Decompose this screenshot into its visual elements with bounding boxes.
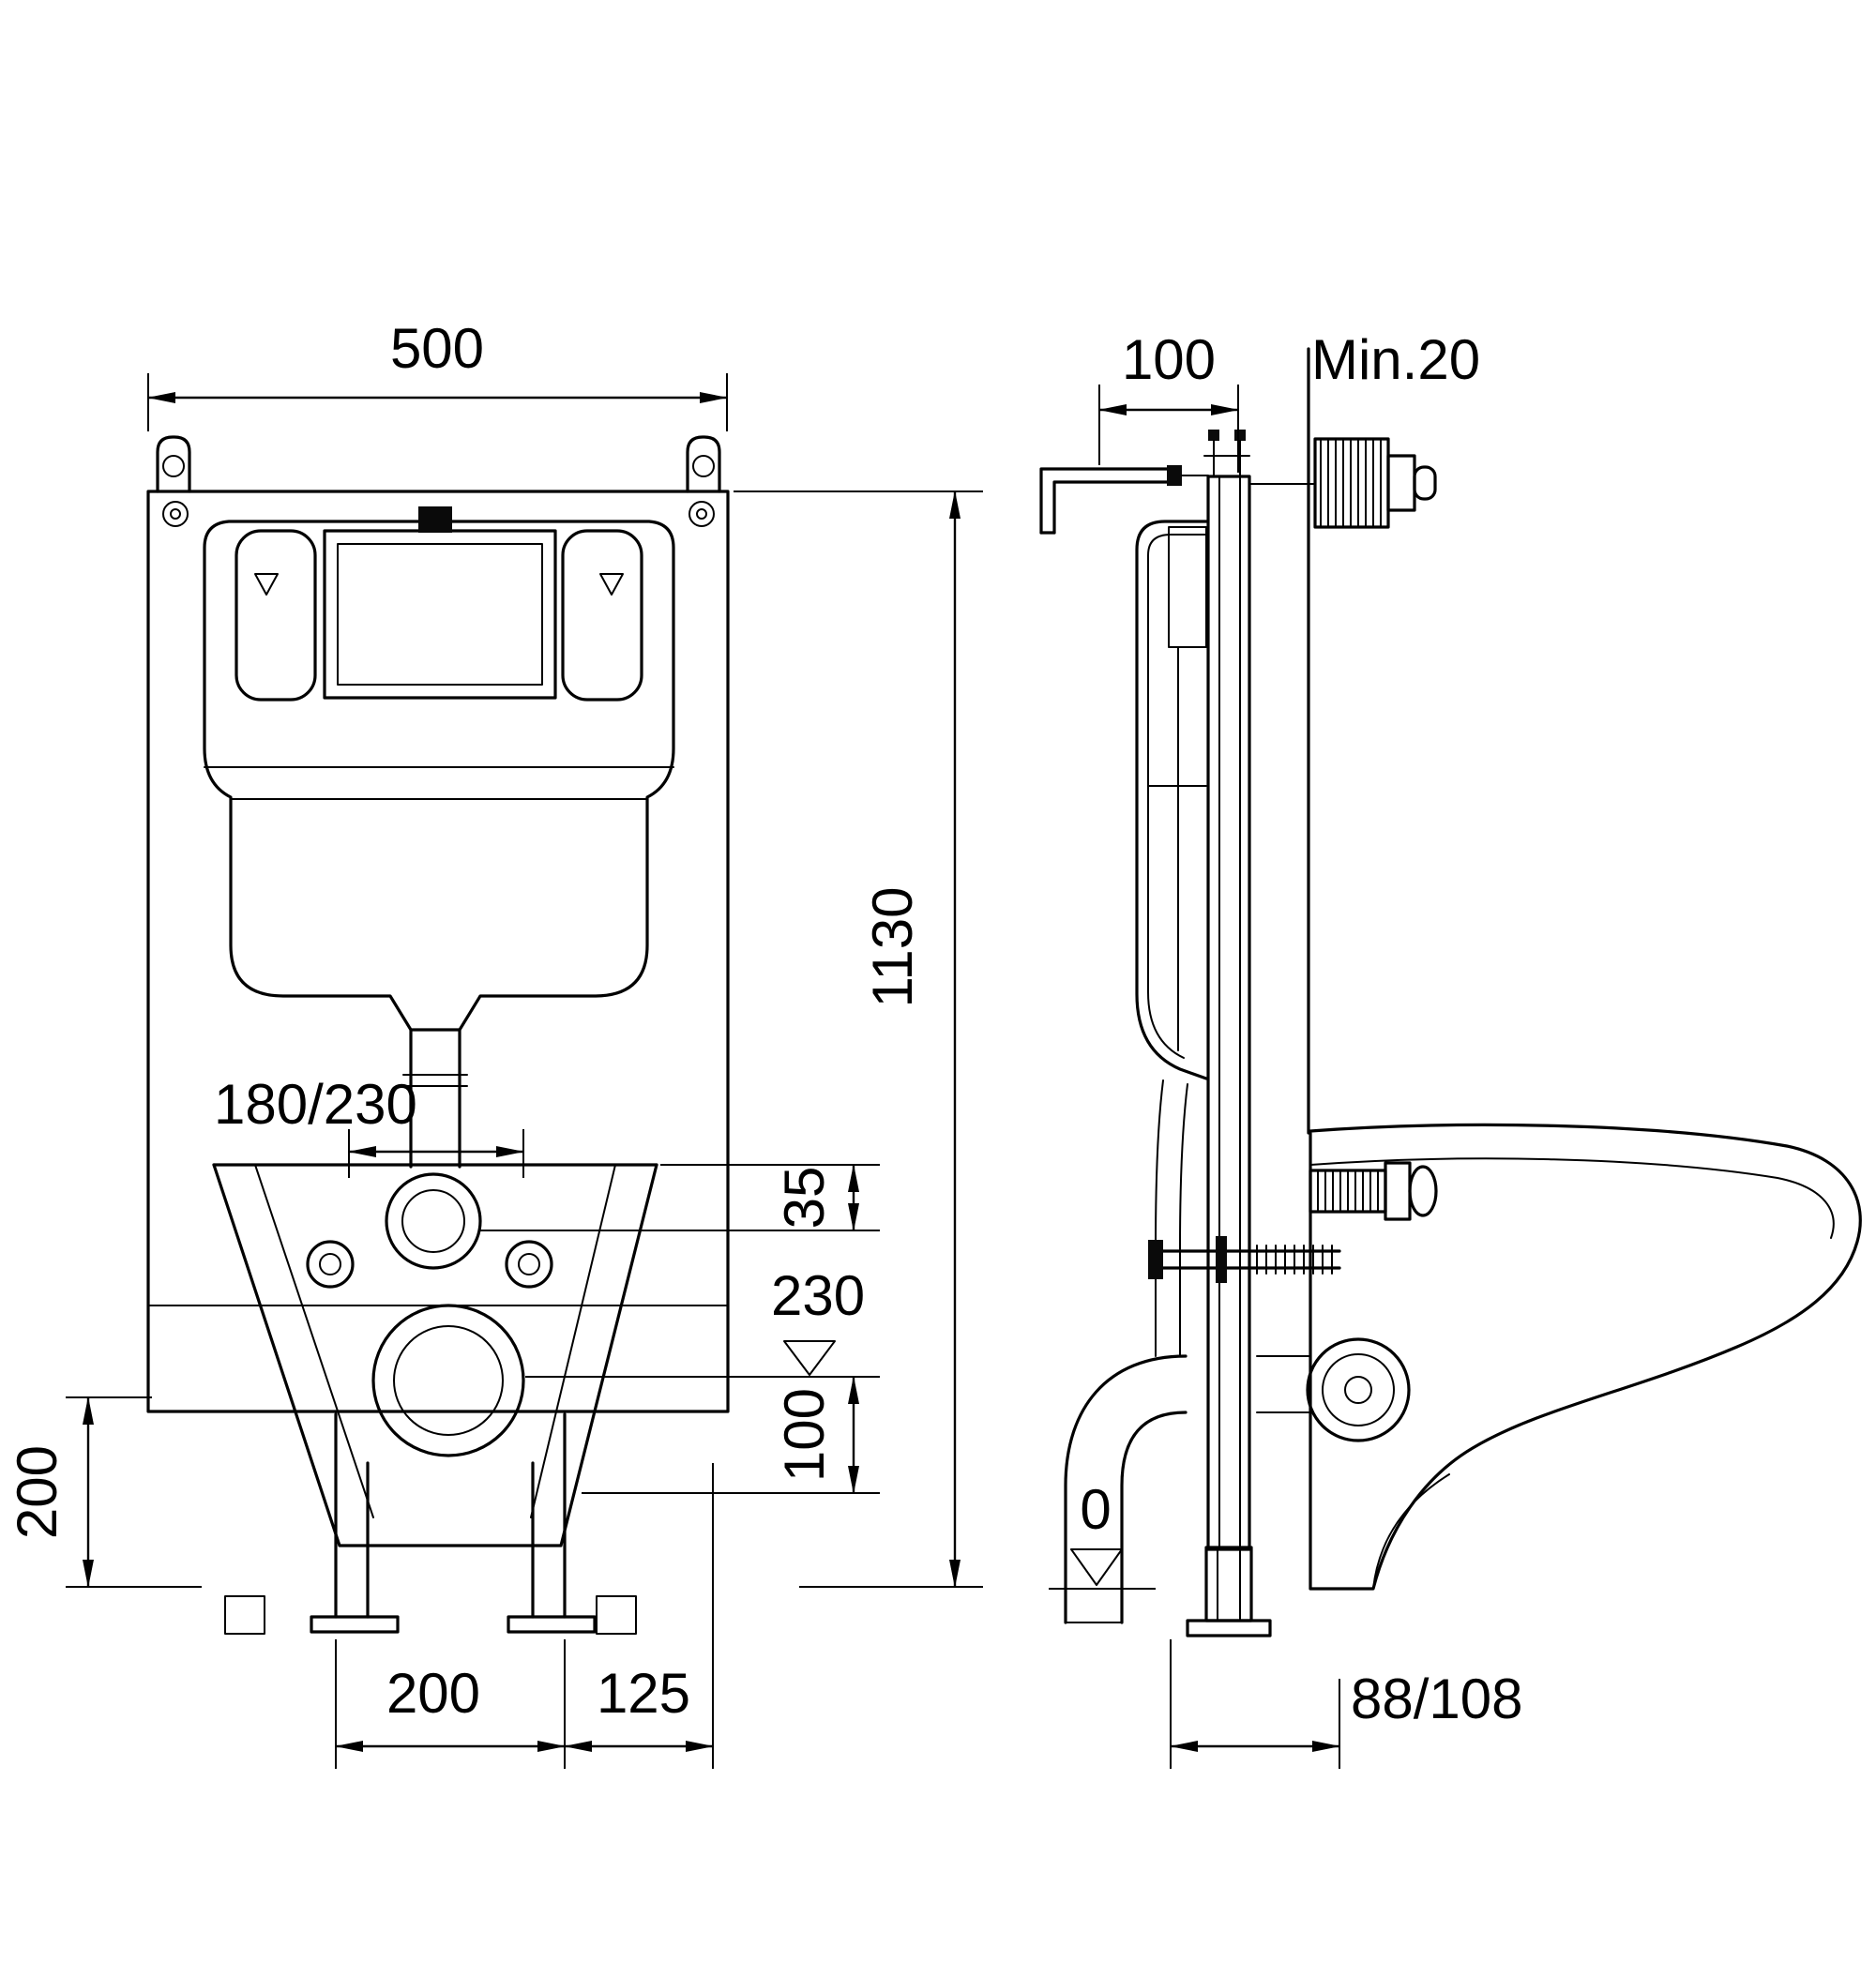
cistern-body: [203, 520, 675, 1032]
toilet-bowl: [1309, 1123, 1862, 1591]
front-view: 500 180/230 35 230 100: [6, 317, 983, 1769]
access-panel: [323, 529, 557, 700]
flush-pipe: [402, 1028, 468, 1169]
dim-outlet-100: 100: [582, 1376, 880, 1494]
dim-height-label: 1130: [861, 886, 924, 1007]
fixing-hole-right: [505, 1240, 553, 1289]
dim-outlet-100-label: 100: [773, 1388, 836, 1482]
corner-bolt-left: [162, 501, 189, 527]
support-bracket: [212, 1163, 658, 1547]
fixing-rod: [1148, 1236, 1341, 1283]
frame-top-bolts: [1203, 430, 1250, 477]
level-230-label: 230: [771, 1264, 865, 1327]
dim-adjust-200: 200: [6, 1396, 202, 1588]
dim-flush-offset: 180/230: [214, 1073, 524, 1178]
wall-sleeve: [1248, 437, 1437, 529]
protection-strip-left: [234, 529, 317, 702]
dim-depth-100: 100: [1098, 328, 1239, 473]
dim-depth-label: 100: [1122, 328, 1216, 391]
corner-bolt-right: [688, 501, 715, 527]
dim-height-1130: 1130: [734, 490, 983, 1588]
mounting-tab-left: [156, 435, 191, 493]
side-view: 100 Min.20 0 88/108: [1039, 328, 1862, 1769]
down-pipe: [1155, 1079, 1188, 1357]
drain-elbow: [1064, 1354, 1188, 1624]
level-mark-icon: [254, 573, 279, 596]
dim-base-200-label: 200: [386, 1662, 480, 1725]
dim-min-wall-label: Min.20: [1311, 328, 1480, 391]
dim-width-500: 500: [147, 317, 728, 431]
dim-base-125: 125: [564, 1463, 714, 1769]
fixing-hole-left: [306, 1240, 355, 1289]
mounting-tab-right: [686, 435, 721, 493]
dim-min-wall: Min.20: [1311, 328, 1480, 391]
dim-base-200: 200: [335, 1639, 566, 1769]
level-mark-icon: [599, 573, 624, 596]
cistern-profile: [1135, 520, 1208, 1080]
level-triangle-icon: [1070, 1548, 1123, 1586]
protection-strip-right: [561, 529, 643, 702]
level-triangle-icon: [783, 1340, 836, 1376]
dim-width-label: 500: [390, 317, 484, 380]
level-0-label: 0: [1080, 1478, 1111, 1541]
dim-drop-35: 35: [480, 1164, 880, 1231]
flush-bend-port: [385, 1172, 482, 1270]
dim-outlet-label: 88/108: [1351, 1668, 1523, 1730]
dim-outlet-88-108: 88/108: [1170, 1639, 1523, 1769]
dim-drop-35-label: 35: [773, 1167, 836, 1230]
level-0: 0: [1049, 1478, 1156, 1590]
adjustable-legs: [224, 1412, 637, 1635]
top-connector-block: [418, 506, 452, 533]
level-230: 230: [525, 1264, 880, 1378]
inlet-connector: [1309, 1161, 1438, 1221]
drain-outlet-port: [371, 1304, 525, 1457]
side-foot: [1186, 1546, 1272, 1637]
frame-profile: [1206, 475, 1251, 1551]
outlet-connector: [1256, 1337, 1411, 1442]
wall-bracket: [1039, 465, 1209, 535]
dim-adjust-200-label: 200: [6, 1445, 68, 1539]
dim-flush-offset-label: 180/230: [214, 1073, 417, 1136]
dim-base-125-label: 125: [597, 1662, 690, 1725]
